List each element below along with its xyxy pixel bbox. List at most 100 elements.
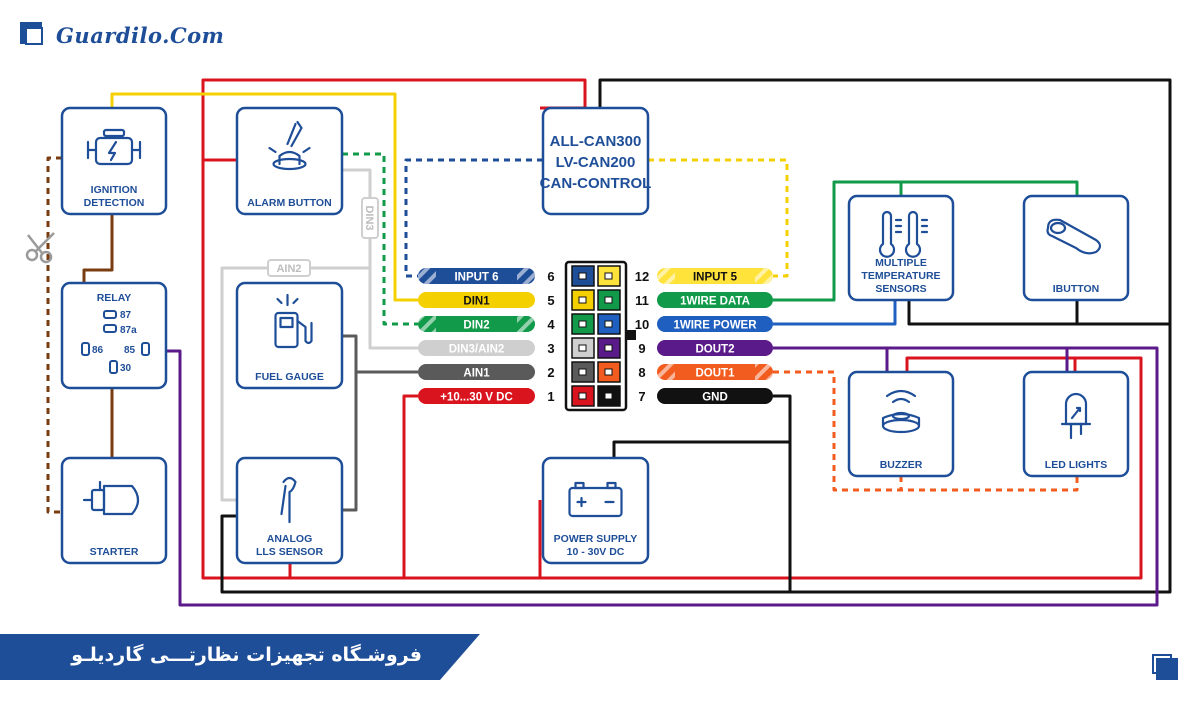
wire-black-ground xyxy=(220,78,1172,594)
starter-box: STARTER xyxy=(60,456,168,565)
pin-label-left: DIN1 xyxy=(463,296,490,308)
pin-row-left: DIN3/AIN2 3 xyxy=(418,337,595,359)
wire-green-dashed-din2 xyxy=(342,152,418,326)
pin-label-right: DOUT2 xyxy=(696,344,735,356)
ignition-detection-label: DETECTION xyxy=(84,197,145,209)
pin-label-left: +10...30 V DC xyxy=(440,392,513,404)
relay-pin-87a-icon xyxy=(103,324,117,333)
relay-pin-label: 86 xyxy=(92,345,104,356)
pin-number: 11 xyxy=(635,293,649,308)
pin-label-left: DIN3/AIN2 xyxy=(449,344,505,356)
can-adapter-label: LV-CAN200 xyxy=(556,154,636,171)
relay-pin-30-icon xyxy=(109,360,118,374)
pin-row-left: DIN1 5 xyxy=(418,289,595,311)
pin-number: 3 xyxy=(547,341,554,356)
relay-pin-86-icon xyxy=(81,342,90,356)
brand-header: Guardilo.Com xyxy=(20,20,224,50)
brand-name[interactable]: Guardilo.Com xyxy=(56,22,225,48)
temperature-sensors-label: TEMPERATURE xyxy=(861,270,940,282)
relay-pin-label: 87a xyxy=(120,325,137,336)
wire-label-din3: DIN3 xyxy=(361,197,379,239)
temperature-sensors-label: MULTIPLE xyxy=(875,257,927,269)
pin-number: 9 xyxy=(638,341,645,356)
pin-number: 2 xyxy=(547,365,554,380)
alarm-button-box: ALARM BUTTON xyxy=(235,106,344,216)
footer-banner: فروشـگاه تجهیزات نظارتـــی گاردیلـو xyxy=(0,634,480,680)
pin-row-left: DIN2 4 xyxy=(418,313,595,335)
ibutton-label: IBUTTON xyxy=(1053,283,1099,295)
pin-number: 7 xyxy=(638,389,645,404)
pin-label-bar xyxy=(418,340,535,356)
pin-label-right: GND xyxy=(702,392,728,404)
pin-row-right: 9 DOUT2 xyxy=(597,337,773,359)
probe-icon xyxy=(280,476,297,524)
pin-label-bar xyxy=(657,388,773,404)
engine-icon xyxy=(86,128,142,166)
pin-label-right: INPUT 5 xyxy=(693,272,738,284)
relay-pin-label: 87 xyxy=(120,310,132,321)
pin-label-left: AIN1 xyxy=(463,368,490,380)
relay-pin-label: 30 xyxy=(120,363,132,374)
wires xyxy=(46,78,1172,607)
power-supply-label: POWER SUPPLY xyxy=(554,533,638,545)
pin-number: 6 xyxy=(547,269,554,284)
pin-label-bar xyxy=(418,388,535,404)
can-adapter-label: CAN-CONTROL xyxy=(540,175,652,192)
footer-text: فروشـگاه تجهیزات نظارتـــی گاردیلـو xyxy=(71,644,422,666)
wire-red-power xyxy=(201,78,1143,580)
ignition-detection-label: IGNITION xyxy=(91,184,138,196)
ibutton-icon xyxy=(1046,218,1102,255)
wire-gray-din3 xyxy=(342,168,418,350)
scissors-icon xyxy=(25,232,55,264)
pin-row-right: 10 1WIRE POWER xyxy=(597,313,773,335)
led-icon xyxy=(1060,392,1092,440)
alarm-button-label: ALARM BUTTON xyxy=(247,197,331,209)
power-supply-label: 10 - 30V DC xyxy=(567,546,625,558)
wire-green-1wire-data xyxy=(773,180,1079,302)
relay-pin-label: 85 xyxy=(124,345,136,356)
pin-label-bar xyxy=(657,340,773,356)
can-adapter-label: ALL-CAN300 xyxy=(550,133,642,150)
fuel-pump-icon xyxy=(274,293,313,349)
alarm-button-icon xyxy=(268,120,311,171)
lls-sensor-label: ANALOG xyxy=(267,533,313,545)
pin-label-left: DIN2 xyxy=(463,320,489,332)
buzzer-box: BUZZER xyxy=(847,370,955,478)
fuel-gauge-box: FUEL GAUGE xyxy=(235,281,344,390)
wire-label-din3-text: DIN3 xyxy=(363,205,375,230)
wire-brown-dashed-bypass xyxy=(46,156,62,514)
ibutton-box: IBUTTON xyxy=(1022,194,1130,302)
wire-yellow-dashed-input5 xyxy=(648,158,789,278)
buzzer-icon xyxy=(881,389,921,434)
pin-number: 12 xyxy=(635,269,649,284)
wire-label-ain2-text: AIN2 xyxy=(276,263,301,275)
pin-row-left: AIN1 2 xyxy=(418,361,595,383)
battery-icon xyxy=(568,481,623,518)
pin-number: 4 xyxy=(547,317,555,332)
pin-label-right: 1WIRE POWER xyxy=(673,320,757,332)
led-lights-label: LED LIGHTS xyxy=(1045,459,1107,471)
pin-number: 10 xyxy=(635,317,649,332)
pin-number: 5 xyxy=(547,293,554,308)
starter-icon xyxy=(82,480,140,516)
buzzer-label: BUZZER xyxy=(880,459,923,471)
wire-darkgray-ain1 xyxy=(342,334,418,512)
corner-logo-icon xyxy=(1152,654,1178,680)
pin-row-right: 7 GND xyxy=(597,385,773,407)
pin-label-bar xyxy=(657,292,773,308)
wire-blue-1wire-power xyxy=(773,300,897,326)
pin-label-bar xyxy=(418,364,535,380)
lls-sensor-label: LLS SENSOR xyxy=(256,546,324,558)
temperature-sensors-label: SENSORS xyxy=(875,283,926,295)
led-lights-box: LED LIGHTS xyxy=(1022,370,1130,478)
